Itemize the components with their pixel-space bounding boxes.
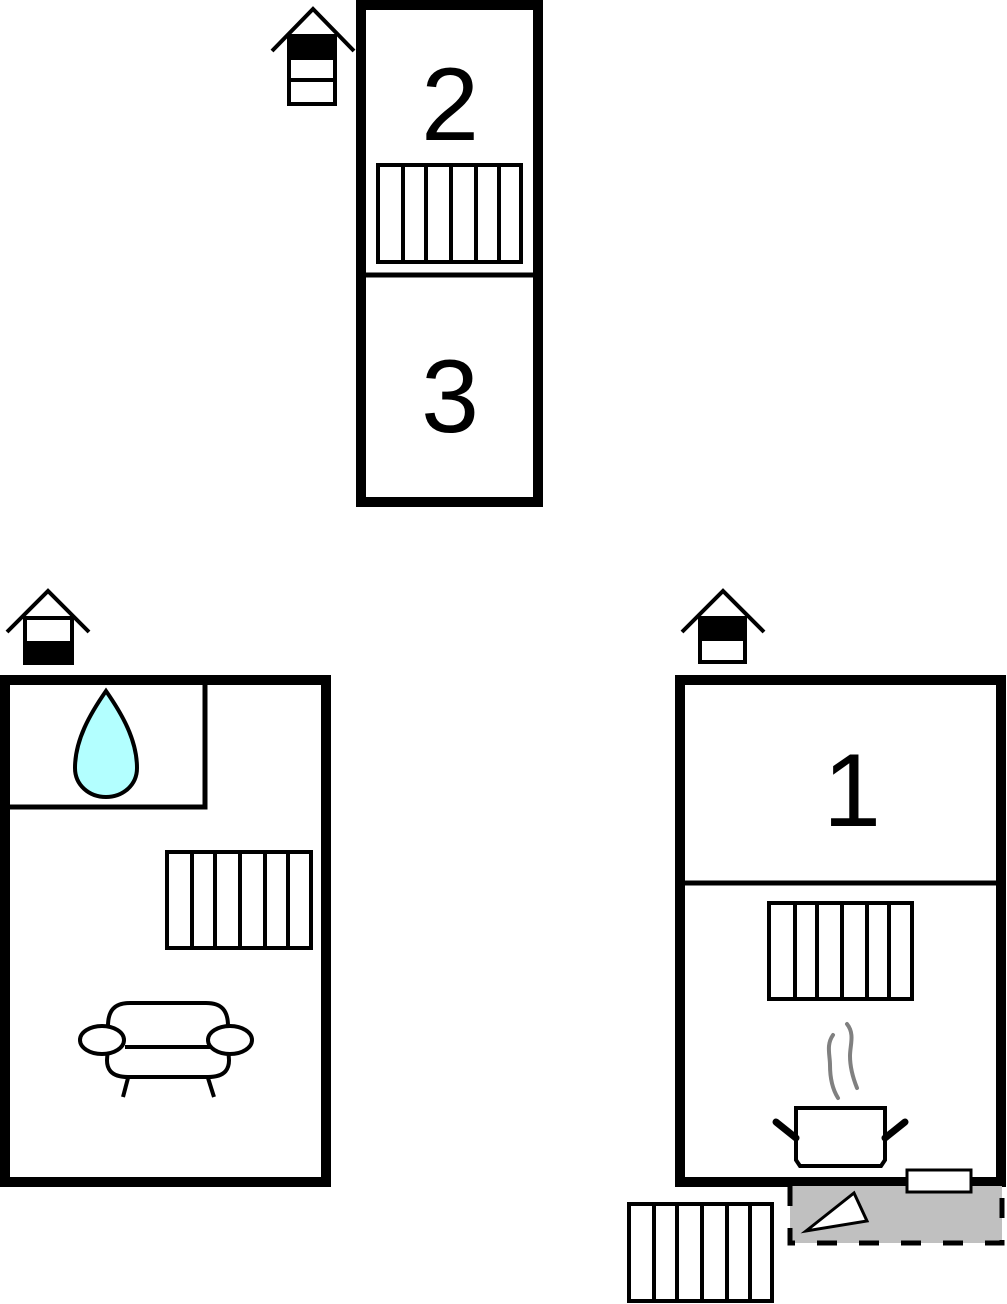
- room-2[interactable]: 2: [376, 47, 523, 264]
- building-outline: [0, 675, 331, 1187]
- room-1[interactable]: 1: [823, 733, 881, 849]
- radiator-icon: [767, 901, 914, 1001]
- radiator-icon: [376, 163, 523, 264]
- sofa-icon: [78, 1001, 254, 1098]
- left-building: [0, 588, 331, 1187]
- room-number-1: 1: [823, 733, 881, 849]
- living-room[interactable]: [78, 850, 313, 1098]
- outdoor-radiator-icon: [627, 1202, 774, 1303]
- room-number-3: 3: [421, 339, 479, 455]
- room-number-2: 2: [421, 47, 479, 163]
- building-outline: [675, 675, 1006, 1187]
- radiator-icon: [165, 850, 313, 950]
- interior-wall: [5, 680, 208, 810]
- floor-indicator-icon: [5, 588, 91, 665]
- bathroom[interactable]: [72, 687, 140, 800]
- window-icon: [905, 1168, 973, 1194]
- cooking-pot-icon: [772, 1022, 909, 1168]
- room-3[interactable]: 3: [421, 339, 479, 455]
- terrace[interactable]: [787, 1168, 1005, 1246]
- water-drop-icon: [72, 687, 140, 800]
- right-building: 1: [627, 588, 1006, 1303]
- floor-indicator-icon: [270, 6, 356, 106]
- kitchen[interactable]: [767, 901, 914, 1168]
- building-outline: [356, 0, 543, 507]
- sun-lounger-icon: [800, 1190, 870, 1234]
- floor-indicator-icon: [680, 588, 766, 664]
- upper-building: 2 3: [270, 0, 543, 507]
